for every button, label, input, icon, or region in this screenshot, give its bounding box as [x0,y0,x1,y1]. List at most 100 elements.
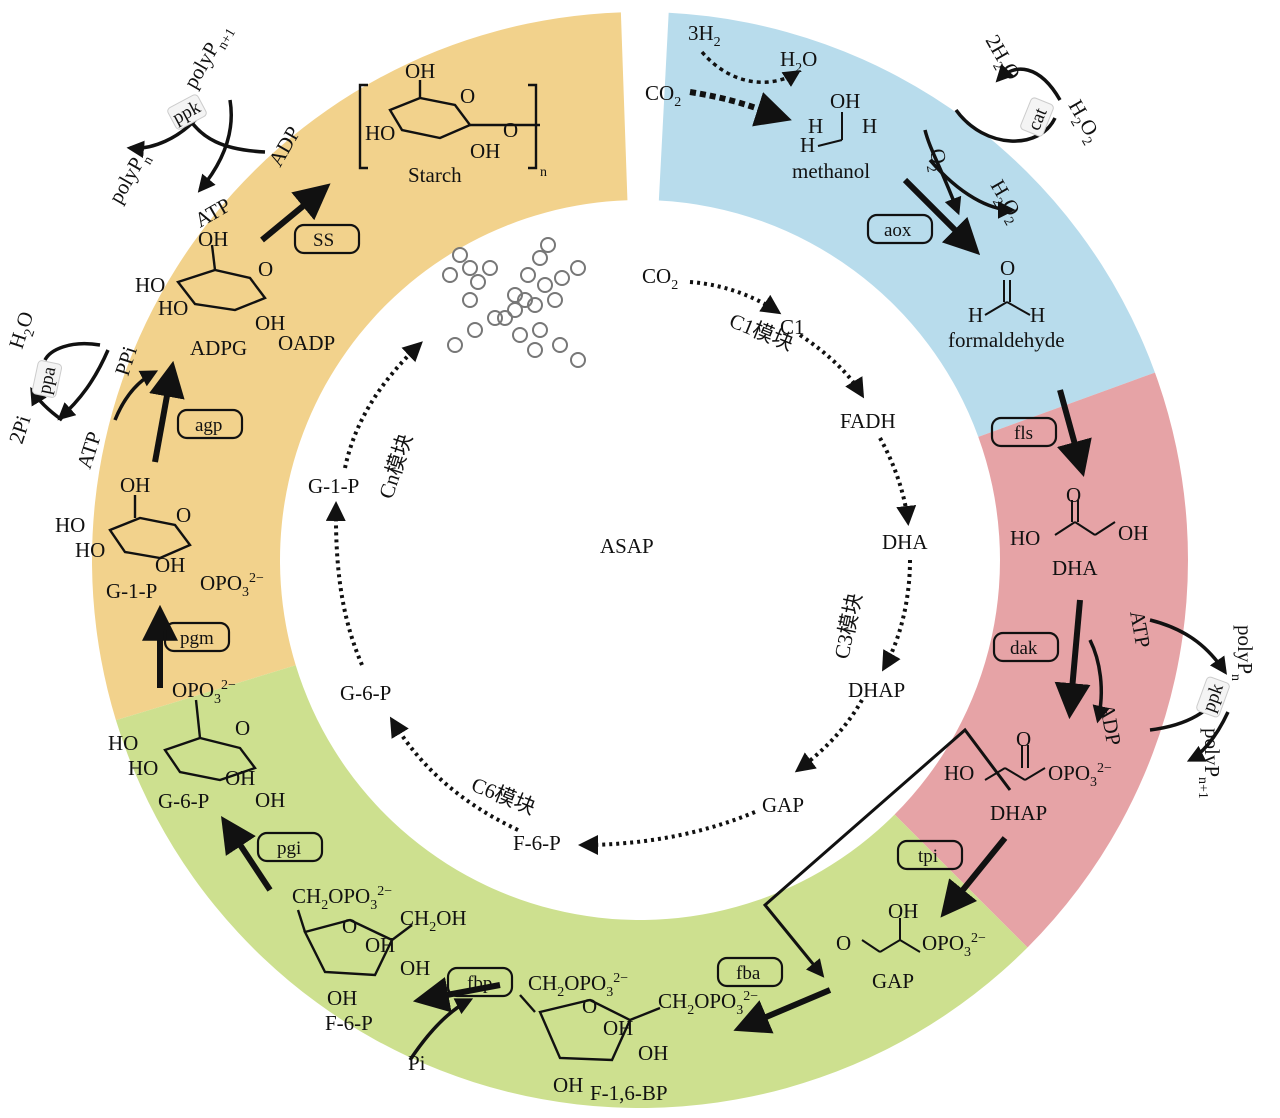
starch-bead [442,267,458,283]
starch-bead [527,297,543,313]
g1p-ring [108,495,192,560]
enzyme-tpi: tpi [918,846,938,867]
inner-dha: DHA [882,530,928,554]
main-arrows [142,177,1092,1034]
starch-o: O [460,84,475,108]
h2o2-cat-label: H2O2 [1059,96,1106,149]
methanol-structure: OH H H H [800,89,877,157]
adpg-oadp: OADP [278,331,335,355]
f6p-oh2: OH [400,956,430,980]
starch-bead [537,277,553,293]
adpg-oh: OH [255,311,285,335]
gap-oh: OH [888,899,918,923]
g6p-label: G-6-P [158,789,209,813]
gap-o: O [836,931,851,955]
enzyme-ss: SS [313,230,334,251]
inner-g6p: G-6-P [340,681,391,705]
ring-sector-cn [92,12,628,721]
f16bp-oh2: OH [638,1041,668,1065]
enzyme-aox: aox [884,220,912,241]
center-label: ASAP [600,534,654,558]
co2-substrate: CO2 [645,81,681,110]
starch-bead [487,310,503,326]
f6p-ch2opo3: CH2OPO32− [292,884,392,913]
module-c6-label: C6模块 [468,772,539,819]
polyp-n-right: polyPn [1228,625,1257,681]
g1p-oh: OH [155,553,185,577]
formaldehyde-label: formaldehyde [948,328,1065,352]
methanol-label: methanol [792,159,870,183]
f16bp-ring [519,994,661,1062]
dhap-ho: HO [944,761,974,785]
polyp-n1-right: polyPn+1 [1195,728,1224,799]
starch-bead [470,274,486,290]
starch-bead [462,292,478,308]
starch-bead [552,337,568,353]
starch-bead [520,267,536,283]
starch-bead [482,260,498,276]
starch-bead [467,322,483,338]
g1p-opo3: OPO32− [200,571,264,600]
main-arrows-dotted [689,89,792,127]
g6p-ring [163,699,257,782]
g6p-opo3: OPO32− [172,678,236,707]
dhap-o: O [1016,727,1031,751]
h2o-ppa: H2O [4,309,43,353]
starch-bead [540,237,556,253]
svg-text:O: O [1000,256,1015,280]
starch-structure [358,80,540,170]
f16bp-o: O [582,994,597,1018]
f6p-label: F-6-P [325,1011,373,1035]
starch-bead [554,270,570,286]
starch-label: Starch [408,163,462,187]
dha-oh: OH [1118,521,1148,545]
formaldehyde-structure: O H H [968,256,1045,327]
svg-text:H: H [862,114,877,138]
starch-oh-top: OH [405,59,435,83]
g1p-oh-top: OH [120,473,150,497]
f6p-oh1: OH [365,933,395,957]
dha-o: O [1066,483,1081,507]
dha-label: DHA [1052,556,1098,580]
starch-o-link: O [503,118,518,142]
starch-bead [532,322,548,338]
starch-granule-icon [442,237,586,368]
starch-bead [570,260,586,276]
enzyme-fba: fba [736,963,761,984]
dhap-opo3: OPO32− [1048,761,1112,790]
inner-f6p: F-6-P [513,831,561,855]
gap-opo3: OPO32− [922,931,986,960]
small-enzyme-tags [31,94,1230,718]
enzyme-boxes [163,213,1060,998]
adpg-o: O [258,257,273,281]
g6p-oh2: OH [255,788,285,812]
f6p-o: O [342,914,357,938]
starch-bead [447,337,463,353]
dha-ho: HO [1010,526,1040,550]
inner-g1p: G-1-P [308,474,359,498]
polyp-n1-top: polyPn+1 [179,19,240,95]
enzyme-agp: agp [195,415,222,436]
f16bp-ch2opo3-left: CH2OPO32− [528,971,628,1000]
dha-structure [1054,500,1116,536]
f16bp-oh1: OH [603,1016,633,1040]
module-cn-label: Cn模块 [374,431,417,502]
f6p-oh3: OH [327,986,357,1010]
pi-label: Pi [408,1051,426,1075]
module-c3-label: C3模块 [829,591,866,661]
svg-text:H: H [800,133,815,157]
h2o-product: H2O [780,47,817,76]
gap-label: GAP [872,969,914,993]
enzyme-pgi: pgi [277,838,301,859]
starch-bead [462,260,478,276]
h3-label: 3H2 [688,21,721,50]
inner-dhap: DHAP [848,678,905,702]
starch-bead [497,310,513,326]
f16bp-label: F-1,6-BP [590,1081,668,1105]
svg-text:H: H [968,303,983,327]
o2-label: O2 [920,147,952,174]
svg-text:OH: OH [830,89,860,113]
dhap-structure [984,745,1046,781]
